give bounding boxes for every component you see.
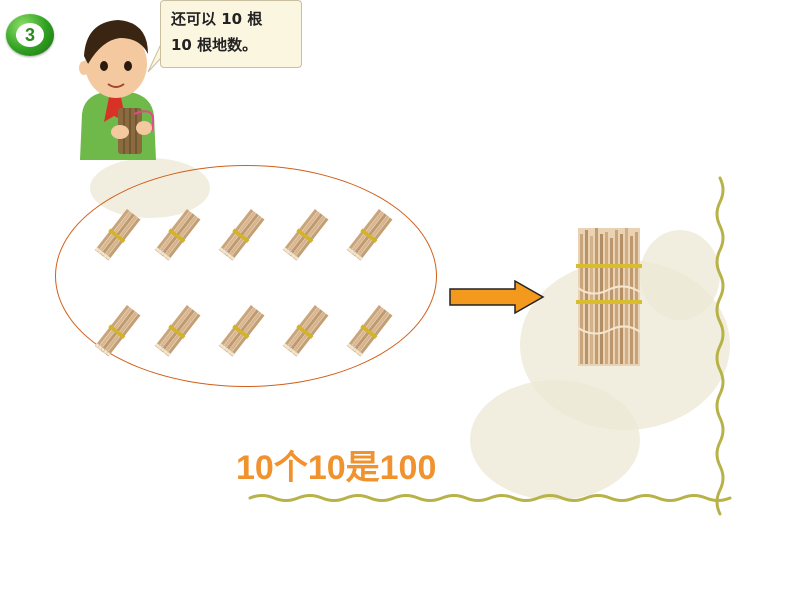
background-flower-blob (470, 380, 640, 500)
step-number: 3 (16, 23, 44, 47)
hundred-stick-bundle-icon (576, 228, 642, 366)
background-flower-blob (640, 230, 720, 320)
speech-bubble: 还可以 10 根 10 根地数。 (160, 0, 302, 68)
bundle-group-oval (55, 165, 437, 387)
speech-line-2: 10 根地数。 (171, 36, 258, 54)
arrow-right-icon (449, 279, 545, 315)
speech-line-1: 还可以 10 根 (171, 10, 263, 28)
step-number-badge: 3 (6, 14, 54, 56)
boy-with-sticks-illustration (79, 20, 156, 160)
result-statement: 10个10是100 (236, 449, 437, 487)
